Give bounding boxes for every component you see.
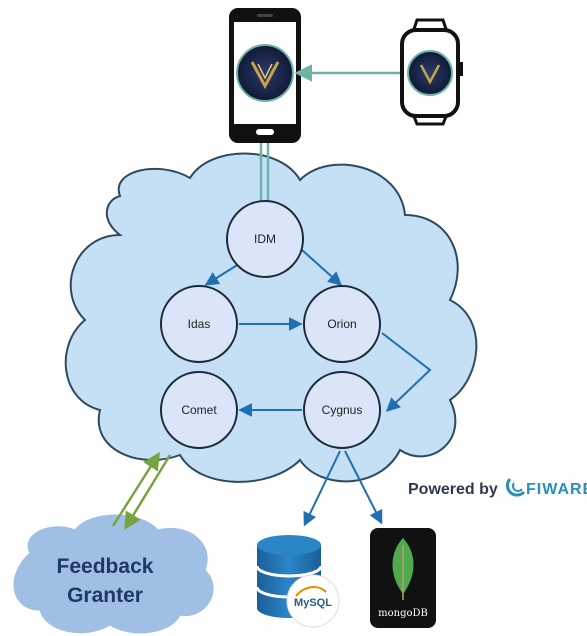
mysql-database-icon: MySQL (255, 535, 340, 628)
node-idas-label: Idas (188, 317, 211, 331)
smartwatch-icon (400, 18, 463, 126)
idm-to-idas-arrow (204, 261, 243, 286)
cygnus-to-mysql-arrow (303, 450, 341, 527)
node-idas[interactable]: Idas (160, 285, 238, 363)
fiware-brand-text: FIWARE (526, 481, 587, 498)
fiware-swirl-icon (505, 477, 526, 497)
feedback-granter-cloud[interactable]: Feedback Granter (13, 514, 214, 634)
smartphone-icon (229, 8, 301, 143)
phone-to-idm-link (259, 143, 270, 202)
idm-to-orion-arrow (301, 249, 343, 286)
orion-to-cygnus-arrow (381, 332, 432, 412)
feedback-comet-links (111, 452, 172, 530)
mysql-label: MySQL (294, 597, 332, 609)
node-cygnus-label: Cygnus (322, 403, 363, 417)
node-comet[interactable]: Comet (160, 371, 238, 449)
powered-by-fiware-logo: Powered by FIWARE (408, 477, 587, 498)
node-connections (204, 249, 432, 527)
node-comet-label: Comet (181, 403, 217, 417)
node-idm[interactable]: IDM (226, 200, 304, 278)
feedback-granter-line1: Feedback (57, 555, 154, 578)
node-cygnus[interactable]: Cygnus (303, 371, 381, 449)
mongodb-database-icon: mongoDB (370, 528, 436, 628)
powered-by-text: Powered by (408, 481, 498, 498)
node-orion[interactable]: Orion (303, 285, 381, 363)
node-idm-label: IDM (254, 232, 276, 246)
node-orion-label: Orion (327, 317, 356, 331)
feedback-granter-line2: Granter (67, 584, 143, 607)
mongodb-label: mongoDB (378, 608, 428, 619)
cygnus-to-mongodb-arrow (344, 450, 383, 525)
